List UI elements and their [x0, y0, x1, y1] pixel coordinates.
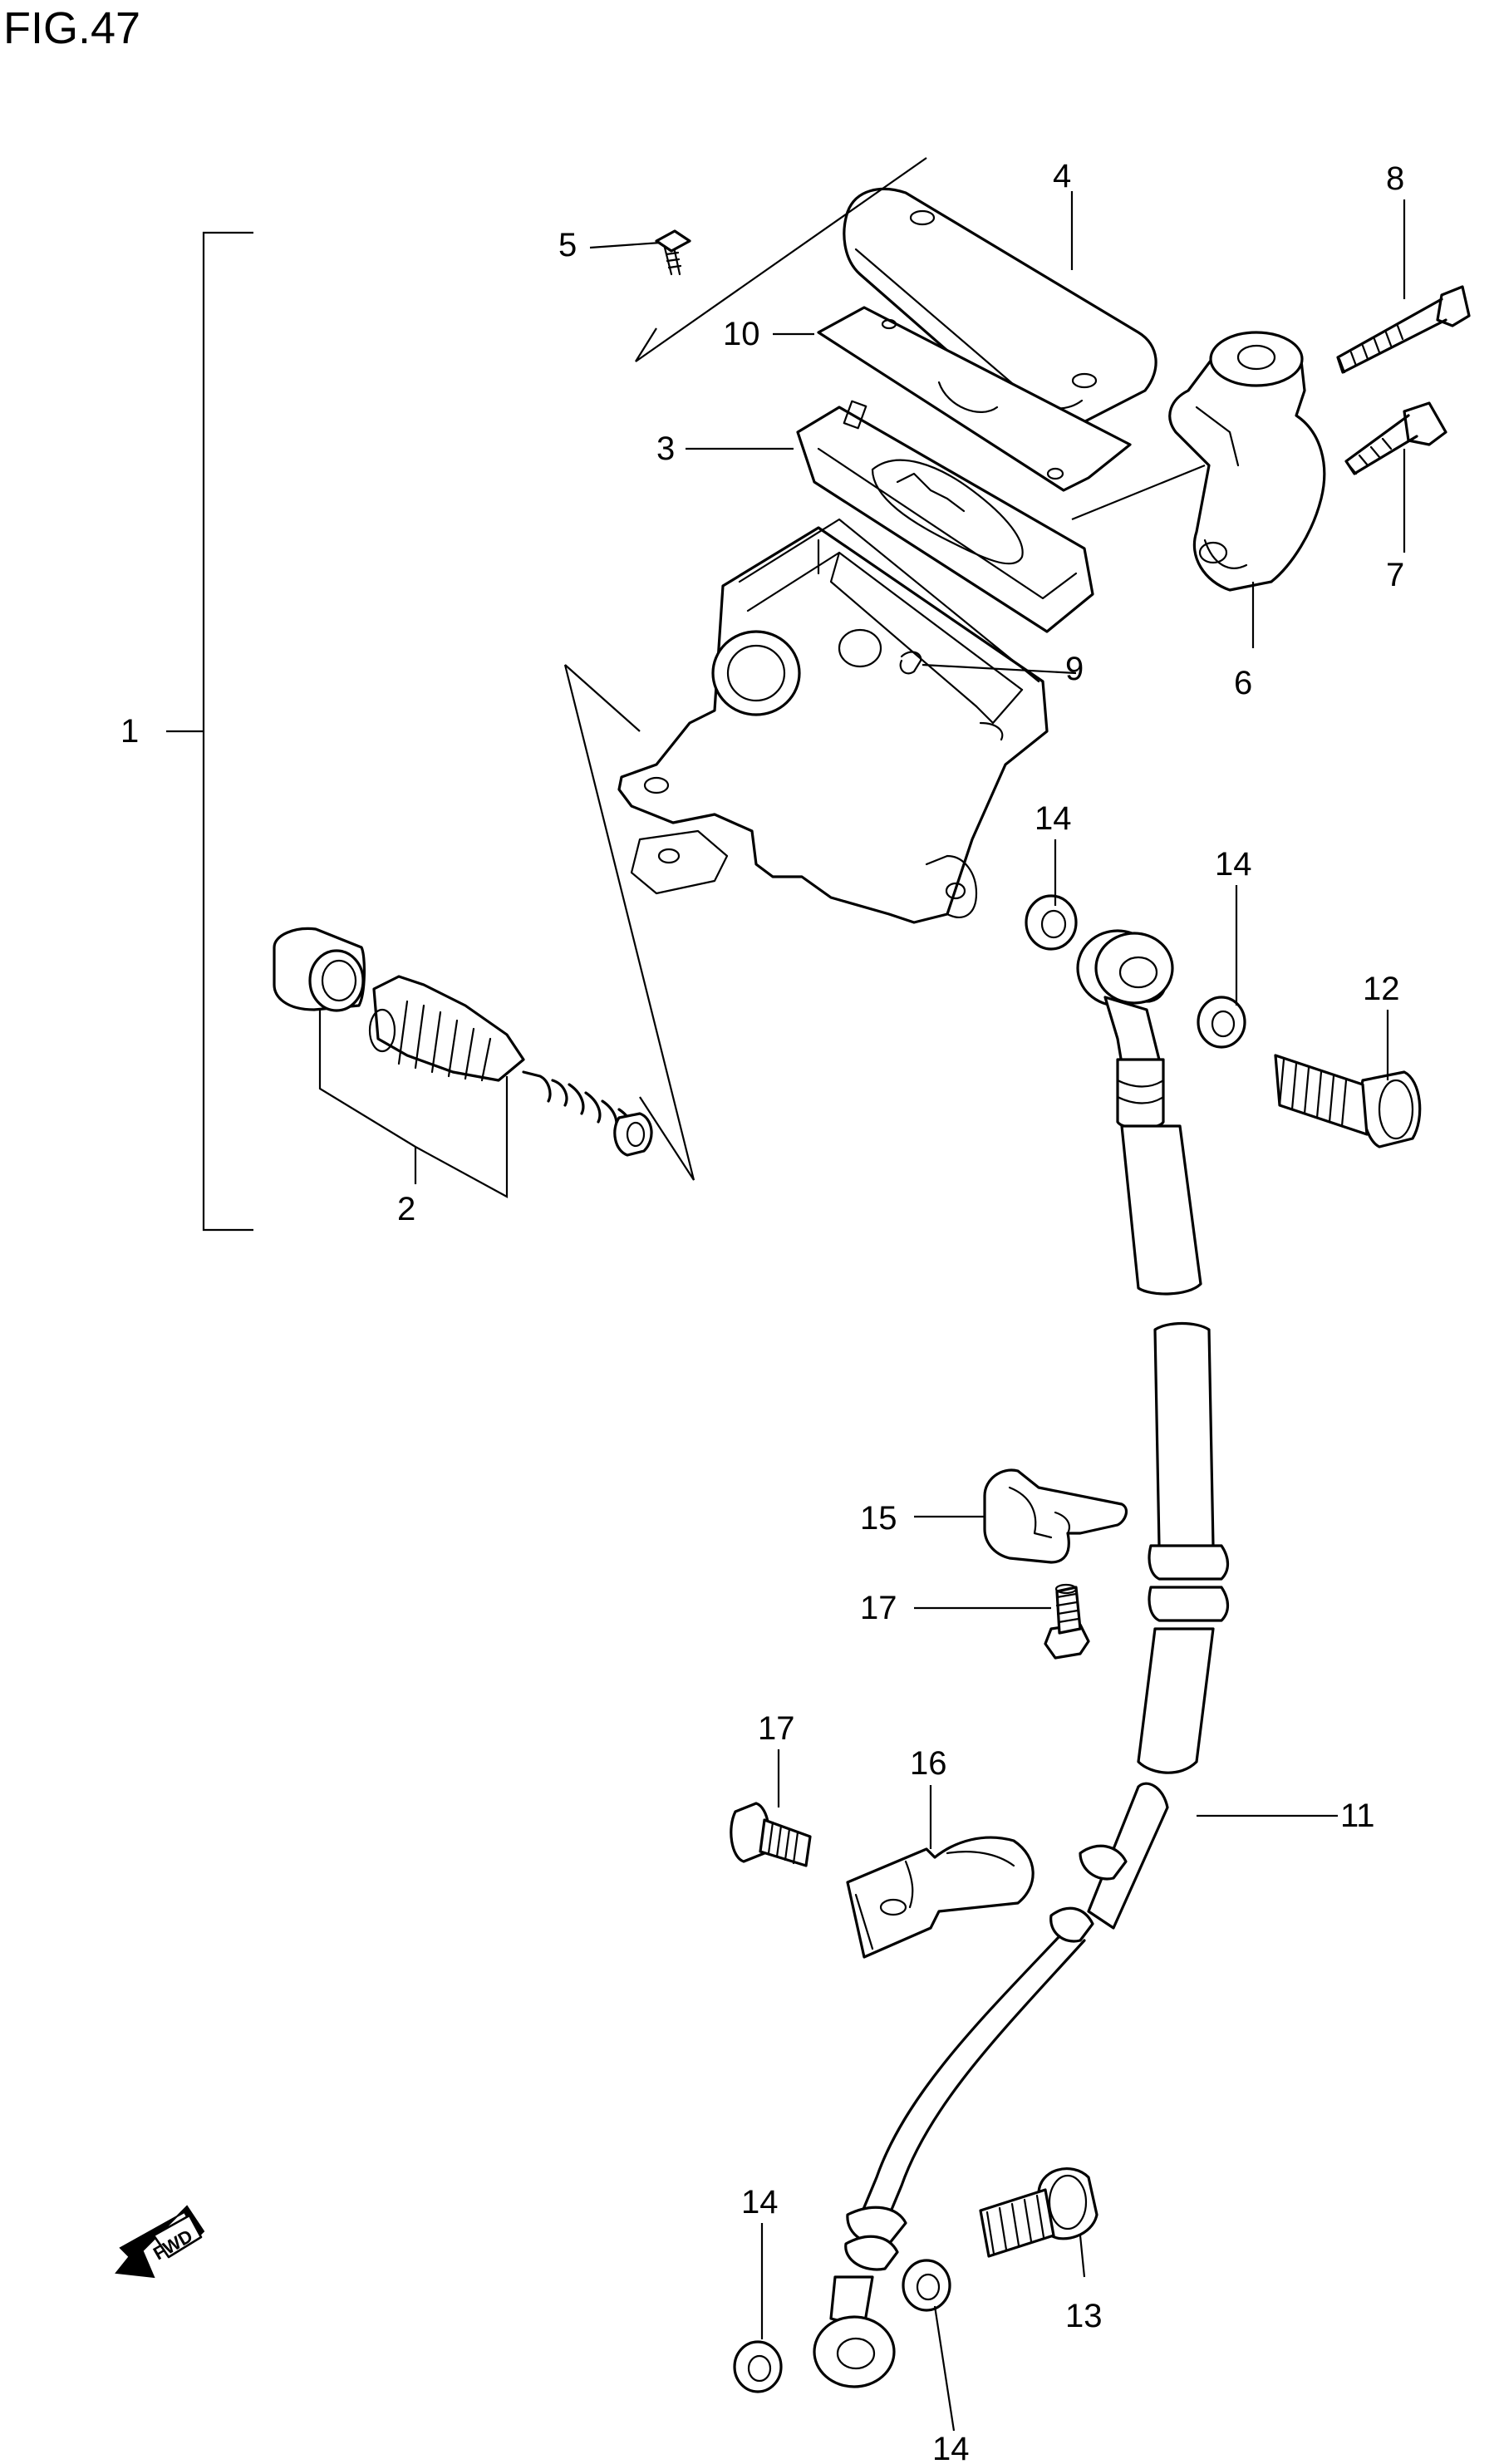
callout-15: 15 [860, 1500, 897, 1537]
assembly-bracket [166, 231, 253, 1232]
callout-8: 8 [1386, 160, 1404, 197]
washer-14b-part [1197, 996, 1246, 1049]
handlebar-clamp-part [1168, 331, 1326, 592]
callout-leaders [318, 191, 1406, 2432]
fwd-arrow-icon: FWD [115, 2205, 205, 2279]
screw-part [655, 229, 691, 276]
callout-6: 6 [1234, 665, 1252, 701]
callout-3: 3 [656, 430, 675, 467]
callout-13: 13 [1065, 2298, 1103, 2334]
callout-16: 16 [910, 1745, 947, 1782]
bolt-17b-part [730, 1802, 812, 1867]
clip-part [899, 651, 922, 675]
bolt-8-part [1336, 285, 1471, 374]
union-bolt-12-part [1274, 1054, 1422, 1148]
callout-17a: 17 [860, 1590, 897, 1626]
master-cylinder-body [617, 518, 1049, 924]
diaphragm-part [796, 400, 1094, 633]
hose-clamp-15-part [983, 1468, 1128, 1564]
bolt-17a-part [1044, 1583, 1090, 1660]
callout-4: 4 [1053, 158, 1071, 194]
brake-hose-lower [813, 1321, 1230, 2388]
hose-bracket-16-part [846, 1836, 1035, 1959]
callout-2: 2 [397, 1191, 415, 1227]
callout-14b: 14 [1215, 846, 1252, 883]
explode-guide-lines [563, 157, 1206, 1181]
callout-9: 9 [1065, 651, 1084, 687]
figure-title: FIG.47 [3, 3, 140, 53]
callout-11: 11 [1340, 1798, 1375, 1834]
callout-5: 5 [558, 227, 577, 263]
callout-12: 12 [1363, 971, 1400, 1007]
banjo-fitting-upper [1094, 932, 1174, 1005]
washer-14d-part [902, 2259, 951, 2312]
washer-14a-part [1025, 894, 1078, 951]
union-bolt-13-part [979, 2167, 1098, 2258]
callout-14a: 14 [1035, 800, 1072, 837]
callout-7: 7 [1386, 557, 1404, 593]
callout-17b: 17 [758, 1710, 795, 1747]
diaphragm-plate-part [817, 306, 1132, 492]
callout-10: 10 [723, 316, 760, 352]
callout-labels: 1 2 3 4 5 6 7 8 9 10 11 12 13 14 14 14 1… [120, 158, 1404, 2464]
callout-1: 1 [120, 713, 139, 750]
bolt-7-part [1344, 401, 1447, 475]
piston-assembly-part [273, 927, 653, 1157]
callout-14d: 14 [932, 2431, 970, 2464]
callout-14c: 14 [741, 2184, 779, 2221]
washer-14c-part [733, 2340, 783, 2393]
